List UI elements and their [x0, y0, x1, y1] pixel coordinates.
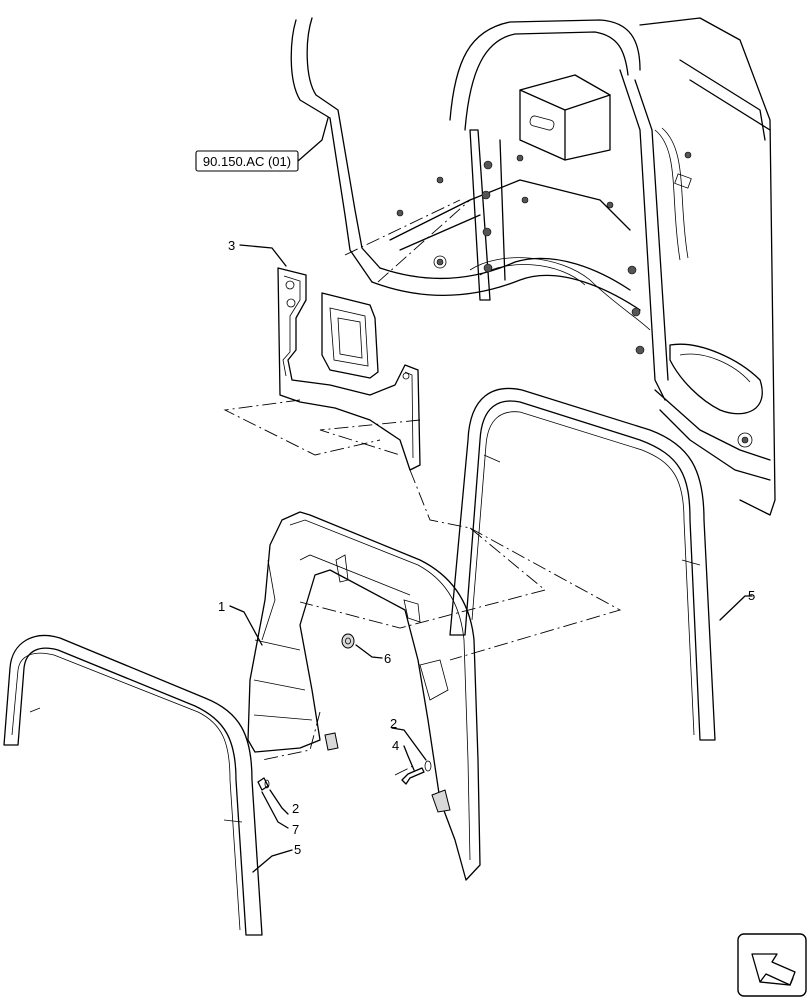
part-3-seal-plate: 3 [228, 238, 421, 471]
assembly-center-lines [223, 199, 622, 776]
fasteners-right: 2 4 [390, 716, 432, 785]
callout-5a: 5 [748, 588, 755, 603]
callout-5b: 5 [294, 842, 301, 857]
part-5-seal-right: 5 [449, 387, 755, 741]
part-6-clip: 6 [341, 633, 391, 666]
callout-1: 1 [218, 599, 225, 614]
next-page-arrow-icon[interactable] [737, 933, 807, 997]
callout-7: 7 [292, 822, 299, 837]
callout-6: 6 [384, 651, 391, 666]
callout-2b: 2 [292, 801, 299, 816]
part-1-trim-panel: 1 [218, 511, 481, 881]
callout-4: 4 [392, 738, 399, 753]
reference-box[interactable]: 90.150.AC (01) [195, 117, 329, 172]
part-5-seal-left: 5 [3, 634, 301, 936]
reference-label: 90.150.AC (01) [203, 154, 291, 169]
fasteners-left: 2 7 [257, 777, 299, 837]
callout-3: 3 [228, 238, 235, 253]
cab-frame-assembly [290, 17, 776, 516]
callout-2a: 2 [390, 716, 397, 731]
